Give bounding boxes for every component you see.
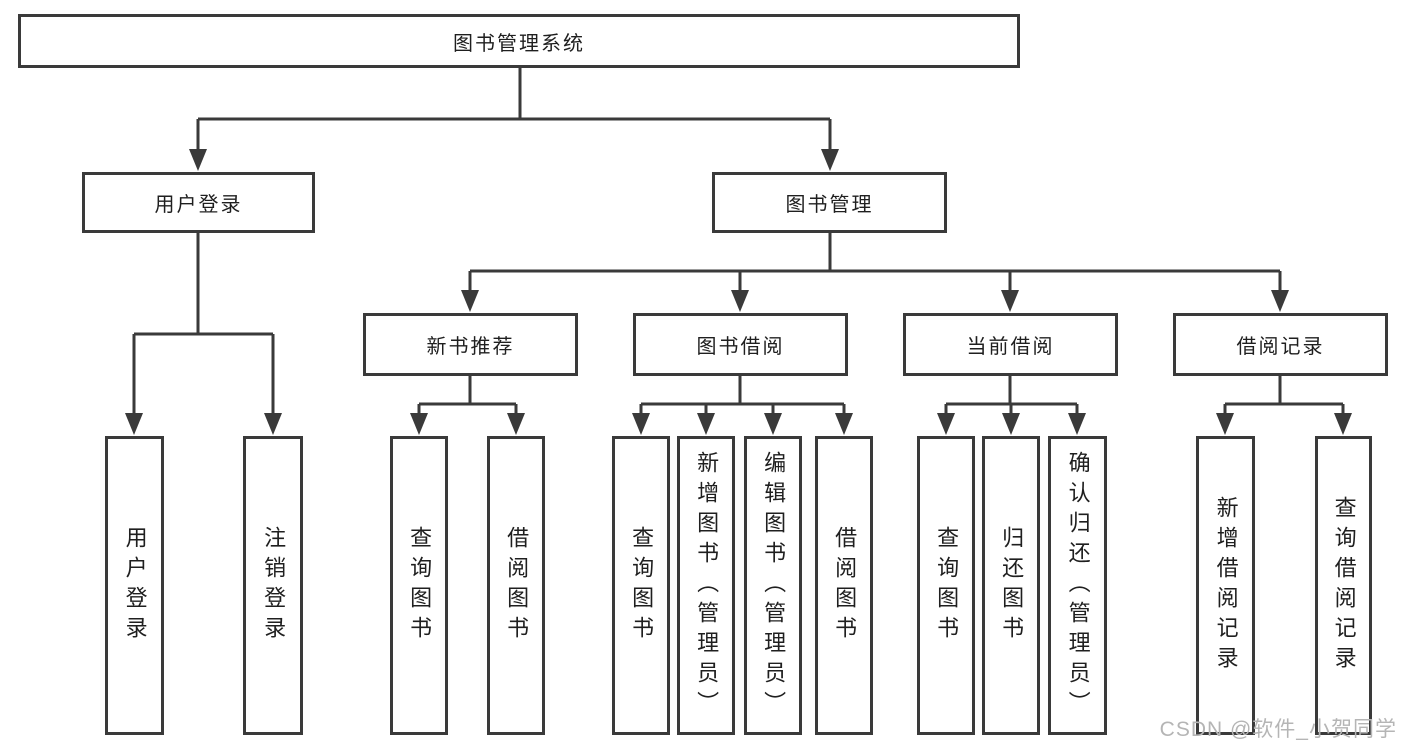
leaf-query-books-recommend: 查询图书 — [390, 436, 448, 735]
arrow-down-icon — [1068, 413, 1086, 435]
arrow-down-icon — [835, 413, 853, 435]
leaf-add-borrow-record: 新增借阅记录 — [1196, 436, 1255, 735]
arrow-down-icon — [189, 149, 207, 171]
leaf-label: 新增图书（管理员） — [694, 450, 720, 721]
leaf-label: 查询图书 — [629, 525, 655, 646]
arrow-down-icon — [1271, 290, 1289, 312]
node-root: 图书管理系统 — [18, 14, 1020, 68]
leaf-query-books-current: 查询图书 — [917, 436, 975, 735]
leaf-confirm-return-admin: 确认归还（管理员） — [1048, 436, 1107, 735]
node-user-login-label: 用户登录 — [154, 194, 243, 216]
leaf-borrow-books-recommend: 借阅图书 — [487, 436, 545, 735]
node-user-login: 用户登录 — [82, 172, 315, 233]
leaf-return-books: 归还图书 — [982, 436, 1040, 735]
arrow-down-icon — [697, 413, 715, 435]
leaf-label: 编辑图书（管理员） — [761, 450, 787, 721]
leaf-label: 查询图书 — [407, 525, 433, 646]
node-book-borrow-label: 图书借阅 — [696, 336, 785, 358]
leaf-user-login-label: 用户登录 — [122, 525, 148, 646]
leaf-label: 查询借阅记录 — [1331, 495, 1357, 676]
arrow-down-icon — [1334, 413, 1352, 435]
arrow-down-icon — [632, 413, 650, 435]
leaf-borrow-books: 借阅图书 — [815, 436, 873, 735]
leaf-logout-label: 注销登录 — [261, 525, 287, 646]
leaf-label: 确认归还（管理员） — [1065, 450, 1091, 721]
arrow-down-icon — [1216, 413, 1234, 435]
arrow-down-icon — [764, 413, 782, 435]
leaf-label: 新增借阅记录 — [1213, 495, 1239, 676]
leaf-add-books-admin: 新增图书（管理员） — [677, 436, 735, 735]
arrow-down-icon — [937, 413, 955, 435]
csdn-watermark: CSDN @软件_小贺同学 — [1159, 718, 1397, 741]
node-book-borrow: 图书借阅 — [633, 313, 848, 376]
node-borrow-records-label: 借阅记录 — [1236, 336, 1325, 358]
node-root-label: 图书管理系统 — [453, 32, 585, 55]
leaf-user-login: 用户登录 — [105, 436, 164, 735]
node-current-borrow-label: 当前借阅 — [966, 336, 1055, 358]
node-book-management: 图书管理 — [712, 172, 947, 233]
node-new-book-recommend-label: 新书推荐 — [426, 336, 515, 358]
leaf-edit-books-admin: 编辑图书（管理员） — [744, 436, 802, 735]
leaf-label: 查询图书 — [934, 525, 960, 646]
arrow-down-icon — [461, 290, 479, 312]
arrow-down-icon — [821, 149, 839, 171]
arrow-down-icon — [264, 413, 282, 435]
node-book-management-label: 图书管理 — [785, 194, 874, 216]
leaf-query-borrow-record: 查询借阅记录 — [1315, 436, 1372, 735]
arrow-down-icon — [507, 413, 525, 435]
arrow-down-icon — [1002, 413, 1020, 435]
leaf-logout: 注销登录 — [243, 436, 303, 735]
arrow-down-icon — [125, 413, 143, 435]
arrow-down-icon — [410, 413, 428, 435]
leaf-label: 归还图书 — [999, 525, 1025, 646]
node-current-borrow: 当前借阅 — [903, 313, 1118, 376]
leaf-label: 借阅图书 — [504, 525, 530, 646]
arrow-down-icon — [1001, 290, 1019, 312]
arrow-down-icon — [731, 290, 749, 312]
node-borrow-records: 借阅记录 — [1173, 313, 1388, 376]
node-new-book-recommend: 新书推荐 — [363, 313, 578, 376]
leaf-label: 借阅图书 — [832, 525, 858, 646]
leaf-query-books-borrow: 查询图书 — [612, 436, 670, 735]
